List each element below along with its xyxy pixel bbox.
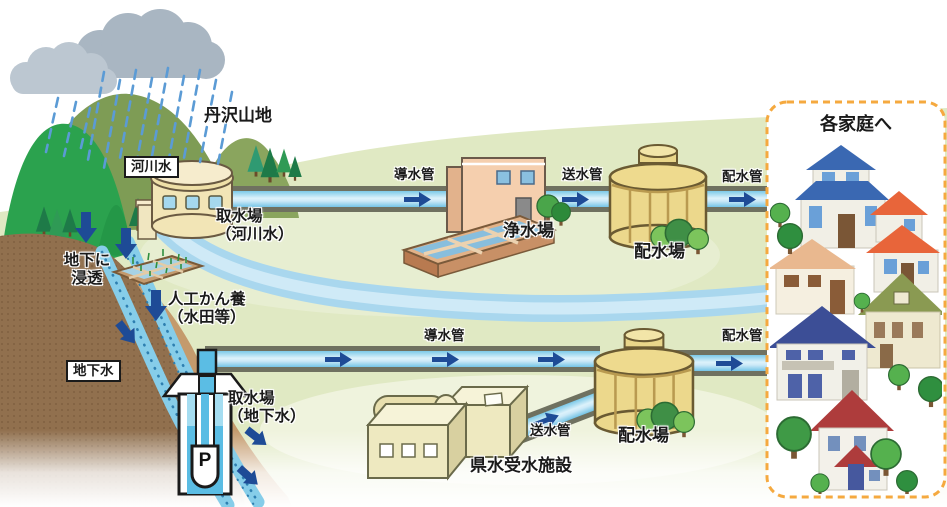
rain-icon [44,66,234,170]
house-olive-roof-icon [858,273,942,369]
conduit-top-label: 導水管 [394,167,435,182]
paddy-field-icon [110,249,206,286]
homes-title: 各家庭へ [820,114,892,134]
distribution-plant-bottom-label: 配水場 [618,426,669,445]
groundwater-tag: 地下水 [66,360,121,383]
transmission-pipe-bottom-label: 送水管 [530,423,571,438]
house-blue-roof-icon [795,145,889,249]
mountains-label: 丹沢山地 [204,106,272,125]
transmission-pipe-top-label: 送水管 [562,167,603,182]
sedimentation-basins-icon [400,214,558,279]
conduit-pipe-bottom [205,346,600,372]
pump-label: P [198,450,212,471]
prefectural-facility-icon [365,384,530,481]
prefectural-facility-label: 県水受水施設 [470,456,572,475]
distribution-pipe-top-label: 配水管 [722,169,763,184]
river-intake-plant-icon [135,160,234,240]
house-tan-roof-icon [770,239,856,315]
infiltration-label: 地下に 浸透 [63,252,111,288]
conduit-bottom-label: 導水管 [424,328,465,343]
distribution-plant-top-label: 配水場 [634,242,685,261]
well-pump-icon [161,348,251,496]
purification-plant-label: 浄水場 [503,221,554,240]
recharge-label: 人工かん養 （水田等） [168,291,246,327]
river-intake-label: 取水場 （河川水） [216,208,294,244]
ground-intake-label: 取水場 （地下水） [228,390,306,426]
homes-panel [765,100,947,499]
river-water-tag: 河川水 [124,156,179,179]
distribution-pipe-bottom-label: 配水管 [722,328,763,343]
purification-plant-icon [446,157,546,233]
rain-cloud-icon [10,9,225,94]
